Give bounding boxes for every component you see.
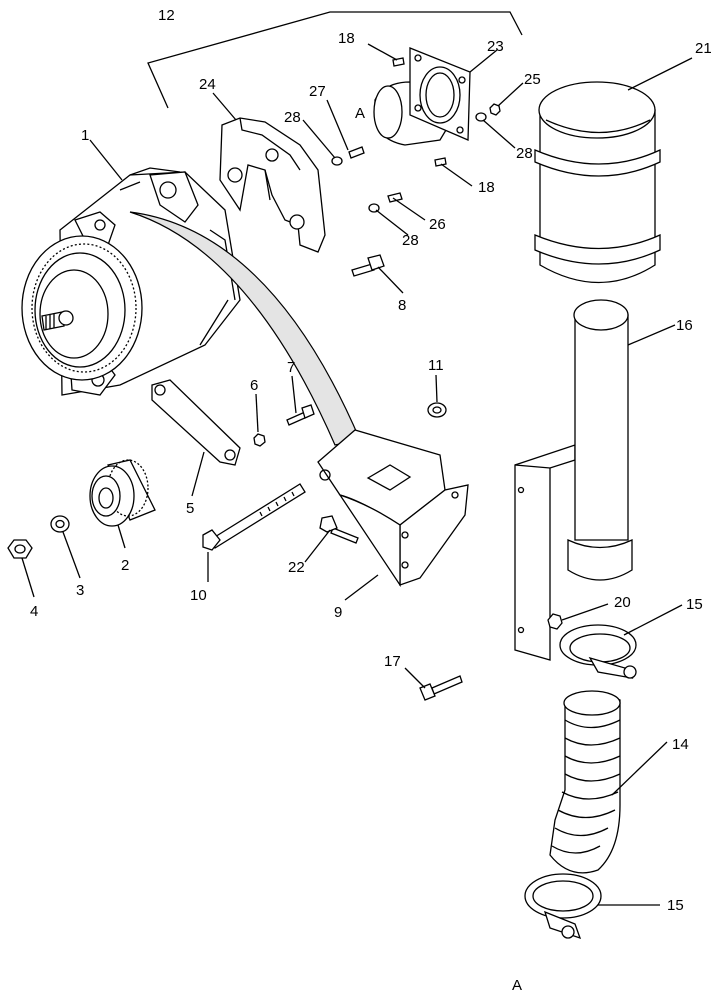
callout-16: 16 (676, 317, 693, 334)
lock-washer (50, 515, 70, 533)
bolt-27 (348, 146, 365, 159)
callout-2: 2 (121, 557, 129, 574)
bolt-22 (319, 515, 359, 544)
alternator (21, 167, 241, 396)
detail-marker-a: A (355, 105, 365, 122)
callout-21: 21 (695, 40, 712, 57)
callout-18-upper: 18 (338, 30, 355, 47)
callout-3: 3 (76, 582, 84, 599)
callout-20: 20 (614, 594, 631, 611)
air-filter-canister (534, 81, 661, 284)
flexible-hose (549, 690, 621, 874)
callout-labels: 1 2 3 4 5 6 7 8 9 10 11 12 14 15 15 16 1… (30, 7, 712, 994)
callout-17: 17 (384, 653, 401, 670)
long-bolt (202, 483, 306, 551)
callout-8: 8 (398, 297, 406, 314)
callout-10: 10 (190, 587, 207, 604)
callout-5: 5 (186, 500, 194, 517)
belt-guard (219, 117, 326, 253)
callout-7: 7 (287, 359, 295, 376)
bolt-8 (351, 254, 385, 277)
callout-23: 23 (487, 38, 504, 55)
bolt-17 (419, 675, 463, 701)
callout-15-lower: 15 (667, 897, 684, 914)
callout-28-left: 28 (284, 109, 301, 126)
pulley (89, 459, 156, 527)
bolt-7 (286, 404, 315, 426)
callout-27: 27 (309, 83, 326, 100)
hose-clamp-lower (524, 873, 602, 940)
callout-11: 11 (428, 357, 444, 374)
callout-28-lower: 28 (402, 232, 419, 249)
hose-clamp-upper (559, 624, 637, 679)
leader-lines (21, 43, 693, 906)
callout-28-right: 28 (516, 145, 533, 162)
intake-elbow (373, 47, 471, 146)
screw-26 (387, 192, 403, 203)
screw-18-lower (434, 157, 447, 167)
nut-20 (547, 613, 563, 630)
mounting-bracket (317, 429, 469, 588)
callout-4: 4 (30, 603, 38, 620)
callout-25: 25 (524, 71, 541, 88)
view-label-a: A (512, 977, 522, 994)
callout-14: 14 (672, 736, 689, 753)
callout-15-upper: 15 (686, 596, 703, 613)
adjusting-link (151, 379, 241, 466)
washer-28-left (331, 156, 343, 166)
nut-11 (427, 402, 447, 418)
callout-6: 6 (250, 377, 258, 394)
callout-26: 26 (429, 216, 446, 233)
callout-1: 1 (81, 127, 89, 144)
nut-25 (489, 103, 501, 116)
group-bracket-line (147, 11, 523, 109)
callout-18-lower: 18 (478, 179, 495, 196)
hex-nut-large (7, 539, 33, 559)
callout-24: 24 (199, 76, 216, 93)
callout-9: 9 (334, 604, 342, 621)
callout-12: 12 (158, 7, 175, 24)
washer-28-right (475, 112, 487, 122)
callout-22: 22 (288, 559, 305, 576)
intake-pipe-with-bracket (514, 299, 633, 661)
nut-6 (253, 433, 266, 447)
